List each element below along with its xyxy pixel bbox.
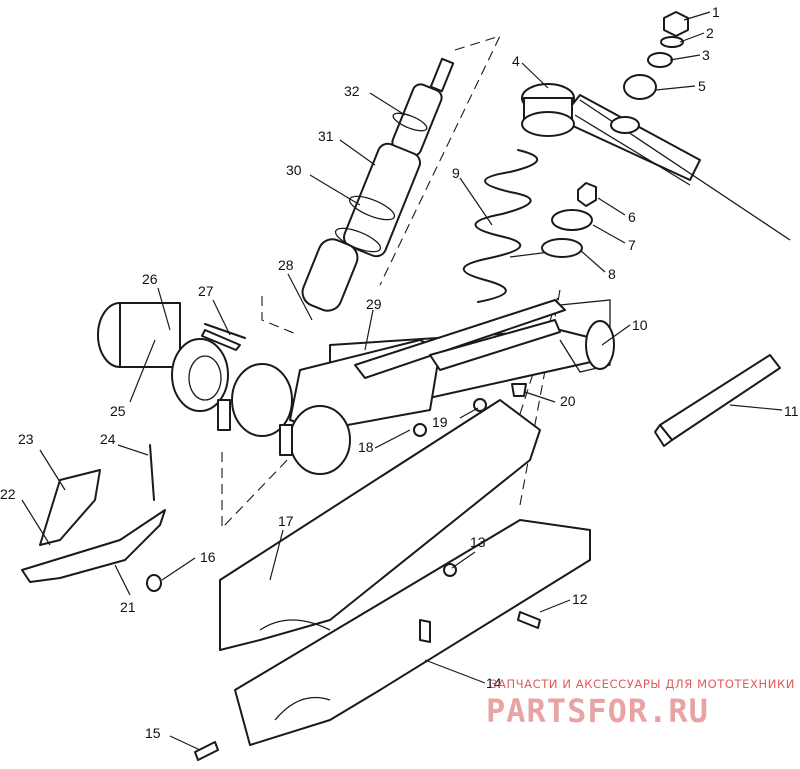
callout-7: 7	[628, 237, 636, 253]
callout-3: 3	[702, 47, 710, 63]
shaft-part-11	[654, 354, 781, 447]
slide-rails	[219, 399, 591, 746]
leader-lines	[21, 11, 783, 751]
callout-17: 17	[278, 513, 294, 529]
part-callouts: 1 2 3 4 5 6 7 8 9 10 11 12 13 14 15 16 1…	[0, 4, 799, 741]
callout-24: 24	[100, 431, 116, 447]
callout-22: 22	[0, 486, 16, 502]
callout-25: 25	[110, 403, 126, 419]
callout-27: 27	[198, 283, 214, 299]
callout-10: 10	[632, 317, 648, 333]
small-fasteners	[194, 323, 541, 761]
lower-bracket	[21, 444, 166, 592]
callout-14: 14	[486, 675, 502, 691]
callout-29: 29	[366, 296, 382, 312]
callout-8: 8	[608, 266, 616, 282]
callout-23: 23	[18, 431, 34, 447]
swing-arm-frame	[289, 94, 791, 431]
pivot-assembly	[97, 302, 351, 475]
callout-21: 21	[120, 599, 136, 615]
callout-13: 13	[470, 534, 486, 550]
callout-26: 26	[142, 271, 158, 287]
callout-16: 16	[200, 549, 216, 565]
upper-mount-hardware	[541, 11, 689, 258]
callout-15: 15	[145, 725, 161, 741]
callout-31: 31	[318, 128, 334, 144]
callout-20: 20	[560, 393, 576, 409]
callout-9: 9	[452, 165, 460, 181]
callout-11: 11	[784, 403, 799, 419]
shock-absorber	[301, 57, 455, 312]
watermark-tagline: ЗАПЧАСТИ И АКСЕССУАРЫ ДЛЯ МОТОТЕХНИКИ	[490, 677, 795, 691]
callout-28: 28	[278, 257, 294, 273]
coil-spring	[462, 83, 575, 303]
site-watermark: ЗАПЧАСТИ И АКСЕССУАРЫ ДЛЯ МОТОТЕХНИКИ PA…	[486, 677, 795, 730]
callout-30: 30	[286, 162, 302, 178]
callout-1: 1	[712, 4, 720, 20]
callout-2: 2	[706, 25, 714, 41]
callout-4: 4	[512, 53, 520, 69]
watermark-brand: PARTSFOR.RU	[486, 692, 709, 730]
callout-18: 18	[358, 439, 374, 455]
callout-6: 6	[628, 209, 636, 225]
callout-19: 19	[432, 414, 448, 430]
callout-32: 32	[344, 83, 360, 99]
callout-12: 12	[572, 591, 588, 607]
callout-5: 5	[698, 78, 706, 94]
